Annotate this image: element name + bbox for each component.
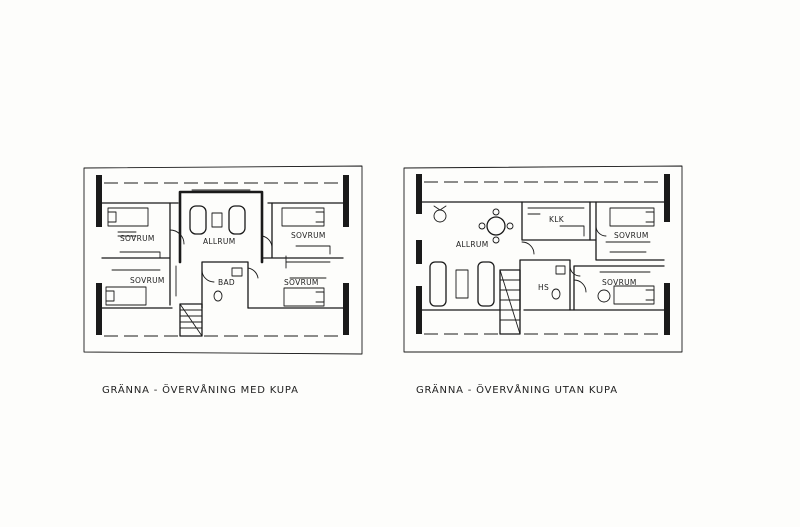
kitchen-walls — [521, 201, 591, 241]
chair — [597, 289, 611, 303]
room-label-allrum: ALLRUM — [456, 240, 488, 249]
wardrobe-lines — [285, 245, 331, 279]
bedroom-walls — [573, 265, 665, 311]
gable-wall — [96, 175, 102, 227]
sofa-group — [429, 261, 495, 307]
room-label-hs: HS — [538, 283, 549, 292]
dining-table — [478, 208, 514, 244]
room-label-klk: KLK — [549, 215, 565, 224]
gable-wall — [343, 283, 349, 335]
bed-bottom-right — [283, 287, 325, 307]
toilet — [551, 288, 561, 300]
bed-top-right — [281, 207, 325, 227]
room-label-sovrum: SOVRUM — [284, 278, 319, 287]
plan-outer-frame — [83, 165, 363, 355]
window-marks — [175, 255, 287, 297]
wardrobe-lines — [111, 231, 161, 271]
staircase — [499, 269, 521, 335]
wardrobe-lines — [599, 241, 651, 273]
partition-right — [261, 202, 344, 259]
washbasin — [231, 267, 243, 277]
washbasin — [555, 265, 566, 275]
room-label-sovrum: SOVRUM — [291, 231, 326, 240]
armchair — [433, 209, 447, 223]
gable-wall — [416, 286, 422, 334]
bed-top-left — [107, 207, 149, 227]
caption-med-kupa: GRÄNNA - ÖVERVÅNING MED KUPA — [102, 383, 299, 396]
partition-left — [101, 202, 171, 306]
room-label-sovrum: SOVRUM — [130, 276, 165, 285]
dormer-walls — [178, 190, 264, 264]
floorplan-utan-kupa: ALLRUM KLK SOVRUM HS SOVRUM — [403, 165, 683, 353]
gable-wall — [664, 174, 670, 222]
gable-wall — [416, 240, 422, 264]
toilet — [213, 290, 223, 302]
caption-utan-kupa: GRÄNNA - ÖVERVÅNING UTAN KUPA — [416, 383, 618, 396]
window-marks — [433, 205, 447, 211]
floorplan-med-kupa: SOVRUM SOVRUM ALLRUM SOVRUM SOVRUM BAD — [83, 165, 363, 355]
gable-wall — [96, 283, 102, 335]
door-swings — [169, 229, 273, 283]
room-label-bad: BAD — [218, 278, 235, 287]
bed-top — [609, 207, 655, 227]
gable-wall — [343, 175, 349, 227]
bed-bottom-left — [105, 286, 147, 306]
room-label-allrum: ALLRUM — [203, 237, 235, 246]
room-label-sovrum: SOVRUM — [614, 231, 649, 240]
gable-wall — [664, 283, 670, 335]
plan-outer-frame — [403, 165, 683, 353]
bed-bottom — [613, 285, 655, 305]
gable-wall — [416, 174, 422, 214]
sofa-group — [189, 205, 246, 235]
staircase — [179, 303, 203, 337]
room-label-sovrum: SOVRUM — [602, 278, 637, 287]
bedroom-walls — [589, 201, 665, 261]
door-swings — [521, 225, 607, 293]
room-label-sovrum: SOVRUM — [120, 234, 155, 243]
kitchen-counter — [527, 207, 585, 237]
